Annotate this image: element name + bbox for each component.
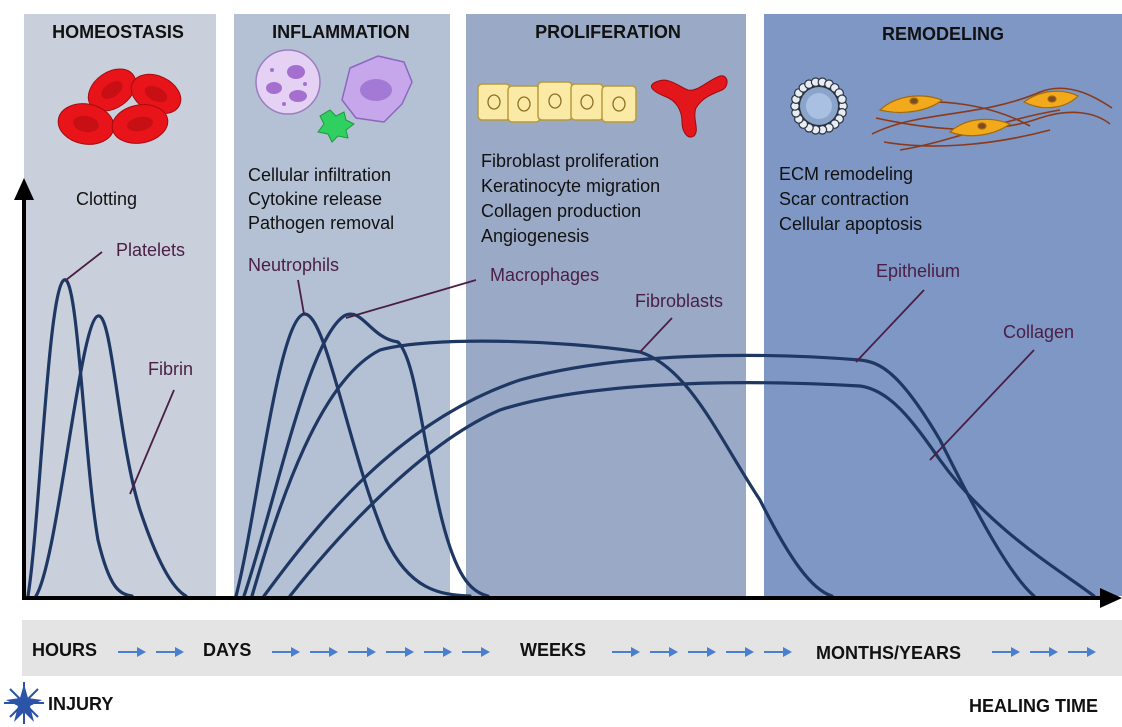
inflammation-desc-line-3: Pathogen removal [248, 213, 394, 233]
fibroblasts-curve [250, 339, 834, 598]
stem-cell-membrane-dots [790, 77, 848, 135]
inflammatory-cells-icon [255, 49, 413, 143]
timeline-arrow-head [783, 647, 792, 657]
x-axis-arrowhead [1100, 588, 1122, 608]
macrophages-curve [242, 312, 490, 598]
collagen-leader [929, 349, 1035, 461]
timeline-arrow-head [1087, 647, 1096, 657]
phase-title-remodeling: REMODELING [882, 24, 1004, 44]
proliferation-desc-line-4: Angiogenesis [481, 226, 589, 246]
timeline-arrow-head [631, 647, 640, 657]
fibroblasts-leader [639, 317, 673, 353]
collagen-fibers-icon [871, 87, 1113, 151]
epithelial-cells-icon [477, 81, 637, 123]
timeline-arrow-head [329, 647, 338, 657]
fibrin-curve [34, 314, 188, 598]
blood-vessel-icon [651, 75, 728, 138]
injury-label: INJURY [48, 694, 113, 714]
remodeling-desc-line-3: Cellular apoptosis [779, 214, 922, 234]
collagen-curve [288, 381, 1096, 598]
timeline-label-months-years: MONTHS/YEARS [816, 643, 961, 663]
inflammation-desc-line-2: Cytokine release [248, 189, 382, 209]
timeline-arrow-head [669, 647, 678, 657]
epithelium-leader [855, 289, 925, 363]
proliferation-desc-line-1: Fibroblast proliferation [481, 151, 659, 171]
epithelium-label: Epithelium [876, 261, 960, 281]
timeline-arrow-head [137, 647, 146, 657]
inflammation-desc-line-1: Cellular infiltration [248, 165, 391, 185]
injury-star-icon [4, 682, 44, 724]
timeline-arrows [118, 647, 1096, 657]
healing-time-label: HEALING TIME [969, 696, 1098, 716]
timeline-arrow-head [291, 647, 300, 657]
timeline-arrow-head [481, 647, 490, 657]
phase-title-inflammation: INFLAMMATION [272, 22, 410, 42]
platelets-curve [26, 278, 134, 598]
remodeling-desc-line-1: ECM remodeling [779, 164, 913, 184]
timeline-arrow-head [707, 647, 716, 657]
timeline-arrow-head [367, 647, 376, 657]
platelet-cell-icon [317, 109, 355, 143]
y-axis-arrowhead [14, 178, 34, 200]
phase-title-proliferation: PROLIFERATION [535, 22, 681, 42]
epithelium-curve [262, 353, 1036, 598]
timeline-label-hours: HOURS [32, 640, 97, 660]
proliferation-desc-line-2: Keratinocyte migration [481, 176, 660, 196]
fibrin-leader [129, 389, 175, 495]
platelets-label: Platelets [116, 240, 185, 260]
collagen-label: Collagen [1003, 322, 1074, 342]
macrophages-leader [345, 279, 477, 319]
timeline-arrow-head [175, 647, 184, 657]
macrophages-label: Macrophages [490, 265, 599, 285]
phase-title-homeostasis: HOMEOSTASIS [52, 22, 184, 42]
timeline-arrow-head [1011, 647, 1020, 657]
timeline-label-days: DAYS [203, 640, 251, 660]
timeline-bar [22, 620, 1122, 676]
platelets-leader [65, 251, 103, 281]
fibroblast-cells-icon [878, 90, 1080, 137]
timeline-arrow-head [405, 647, 414, 657]
stem-cell-icon [795, 82, 843, 130]
remodeling-desc-line-2: Scar contraction [779, 189, 909, 209]
fibroblasts-label: Fibroblasts [635, 291, 723, 311]
fibrin-label: Fibrin [148, 359, 193, 379]
timeline-arrow-head [1049, 647, 1058, 657]
proliferation-desc-line-3: Collagen production [481, 201, 641, 221]
timeline-label-weeks: WEEKS [520, 640, 586, 660]
neutrophils-leader [297, 279, 305, 315]
neutrophil-cell-icon [255, 49, 321, 115]
timeline-arrow-head [443, 647, 452, 657]
red-blood-cells-icon [57, 68, 182, 145]
stem-cell-dot [837, 94, 847, 104]
neutrophils-label: Neutrophils [248, 255, 339, 275]
homeostasis-desc-line-1: Clotting [76, 189, 137, 209]
timeline-arrow-head [745, 647, 754, 657]
